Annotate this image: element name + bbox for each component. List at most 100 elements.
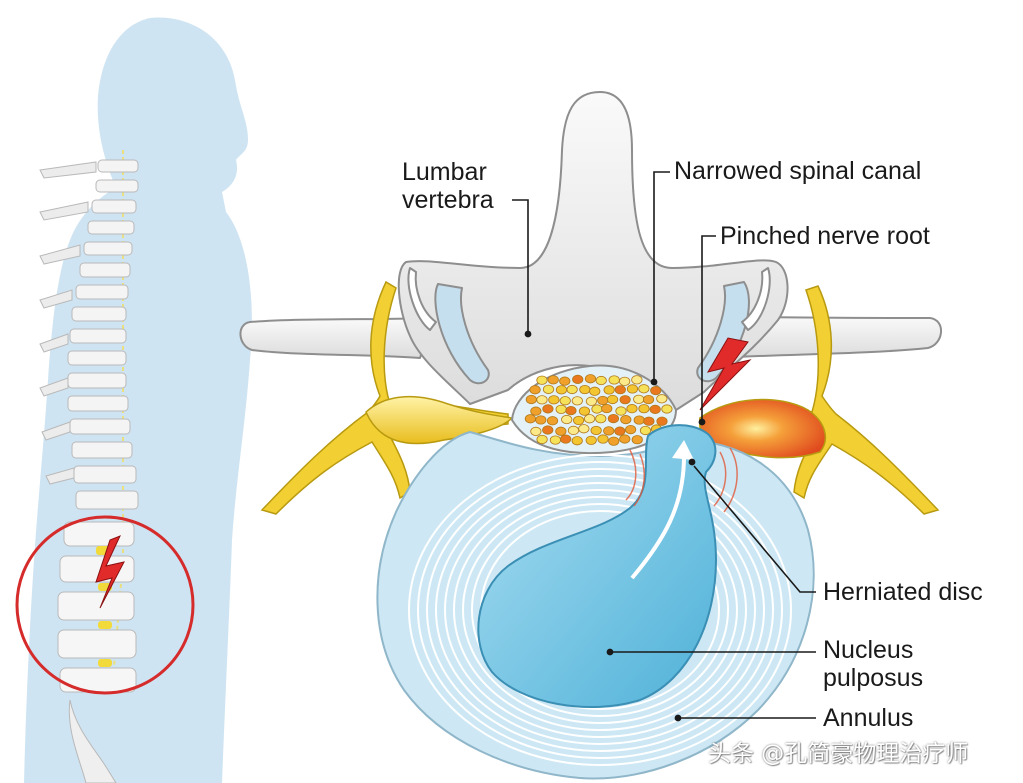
- nerve-fiber: [631, 375, 643, 385]
- nerve-bundle: [524, 374, 673, 446]
- nerve-fiber: [535, 415, 547, 425]
- nerve-fiber: [597, 434, 609, 444]
- nerve-fiber: [643, 416, 655, 426]
- annulus-ring: [435, 475, 765, 745]
- nerve-fiber: [530, 406, 542, 416]
- nerve-fiber: [559, 376, 571, 386]
- nerve-fiber: [542, 425, 554, 435]
- nerve-fiber: [555, 385, 568, 395]
- nerve-fiber: [561, 414, 573, 425]
- intervertebral-disc: [376, 424, 815, 780]
- nerve-fiber: [524, 414, 536, 424]
- nerve-fiber: [626, 404, 638, 414]
- highlight-circle: [15, 515, 195, 695]
- nerve-fiber: [591, 404, 603, 414]
- nerve-fiber: [603, 385, 615, 395]
- body-silhouette: [24, 17, 252, 783]
- lumbar-vertebra: [239, 91, 942, 411]
- nerve-fiber: [567, 425, 580, 436]
- nerve-fiber: [585, 435, 597, 445]
- annulus-ring: [408, 454, 792, 766]
- nerve-fiber: [606, 394, 619, 405]
- nerve-fiber: [656, 416, 668, 426]
- nerve-fiber: [573, 415, 585, 426]
- nerve-fiber: [565, 406, 577, 416]
- nerve-fiber: [548, 395, 560, 405]
- nerve-fiber: [649, 404, 661, 414]
- nerve-fiber: [615, 406, 627, 416]
- nerve-fiber: [589, 386, 601, 396]
- nerve-fiber: [559, 396, 571, 406]
- label-narrowed-spinal-canal: Narrowed spinal canal: [674, 157, 922, 185]
- nerve-fiber: [625, 425, 637, 435]
- nerve-fiber: [555, 404, 567, 414]
- annulus-ring: [462, 496, 738, 724]
- nerve-fiber: [601, 403, 613, 414]
- leader-lines: [512, 171, 816, 722]
- nerve-fiber: [536, 395, 548, 405]
- nerve-fiber: [597, 395, 609, 406]
- label-nucleus-pulposus: Nucleus pulposus: [823, 636, 924, 692]
- nerve-fiber: [607, 413, 620, 424]
- nerve-fiber: [542, 404, 554, 414]
- nerve-fiber: [608, 375, 620, 385]
- nerve-fiber: [626, 384, 639, 394]
- nerve-fiber: [542, 384, 555, 394]
- annulus-ring: [453, 489, 747, 731]
- nerve-fiber: [525, 394, 537, 405]
- nerve-fiber: [619, 395, 631, 405]
- nerve-fiber: [595, 414, 607, 424]
- annulus-ring: [444, 482, 756, 738]
- nerve-fiber: [590, 425, 602, 436]
- nerve-fiber: [578, 424, 590, 434]
- nerve-fiber: [571, 396, 583, 406]
- nerve-fiber: [536, 434, 548, 445]
- annulus-ring: [471, 503, 729, 717]
- nerve-fiber: [578, 406, 591, 416]
- nerve-fiber: [614, 385, 626, 395]
- nerve-fiber: [633, 415, 645, 425]
- nerve-fiber: [549, 435, 561, 445]
- nerve-fiber: [584, 374, 597, 384]
- nerve-fiber: [642, 394, 655, 405]
- nerve-fiber: [529, 385, 541, 395]
- nerve-fiber: [555, 426, 567, 436]
- nerve-fiber: [536, 375, 548, 385]
- label-lumbar-vertebra: Lumbar vertebra: [402, 158, 494, 214]
- nerve-fiber: [650, 385, 662, 396]
- nerve-fiber: [579, 384, 591, 395]
- spine-side-view: [39, 150, 139, 783]
- nerve-fiber: [546, 416, 559, 426]
- nerve-fiber: [638, 384, 650, 394]
- nerve-fiber: [585, 396, 598, 406]
- nerve-fiber: [595, 375, 607, 386]
- annulus-ring: [426, 468, 774, 752]
- nerve-fiber: [583, 414, 596, 424]
- label-annulus: Annulus: [823, 704, 914, 732]
- watermark: 头条 @孔简豪物理治疗师: [708, 741, 969, 767]
- nucleus-pulposus: [477, 424, 718, 709]
- nerve-fiber: [603, 426, 615, 436]
- nerve-fiber: [619, 434, 631, 444]
- nerve-fiber: [572, 374, 584, 384]
- annulus-ring: [417, 461, 783, 759]
- nerve-fiber: [566, 384, 578, 395]
- nerve-fiber: [560, 434, 572, 444]
- nerve-fiber: [614, 426, 626, 436]
- nerve-fiber: [656, 394, 668, 404]
- spinal-canal: [510, 364, 678, 455]
- nerve-fiber: [631, 435, 643, 445]
- nerve-fiber: [571, 436, 583, 446]
- nerve-fiber: [661, 404, 673, 414]
- nerve-fiber: [638, 404, 650, 414]
- label-pinched-nerve-root: Pinched nerve root: [720, 222, 930, 250]
- lightning-bolt-icon: [95, 535, 125, 609]
- nerve-fiber: [619, 376, 631, 386]
- nerve-fiber: [608, 436, 620, 446]
- nerve-fiber: [547, 375, 559, 385]
- nerve-roots: [260, 280, 940, 515]
- nerve-fiber: [620, 415, 632, 425]
- nerve-fiber: [633, 394, 645, 404]
